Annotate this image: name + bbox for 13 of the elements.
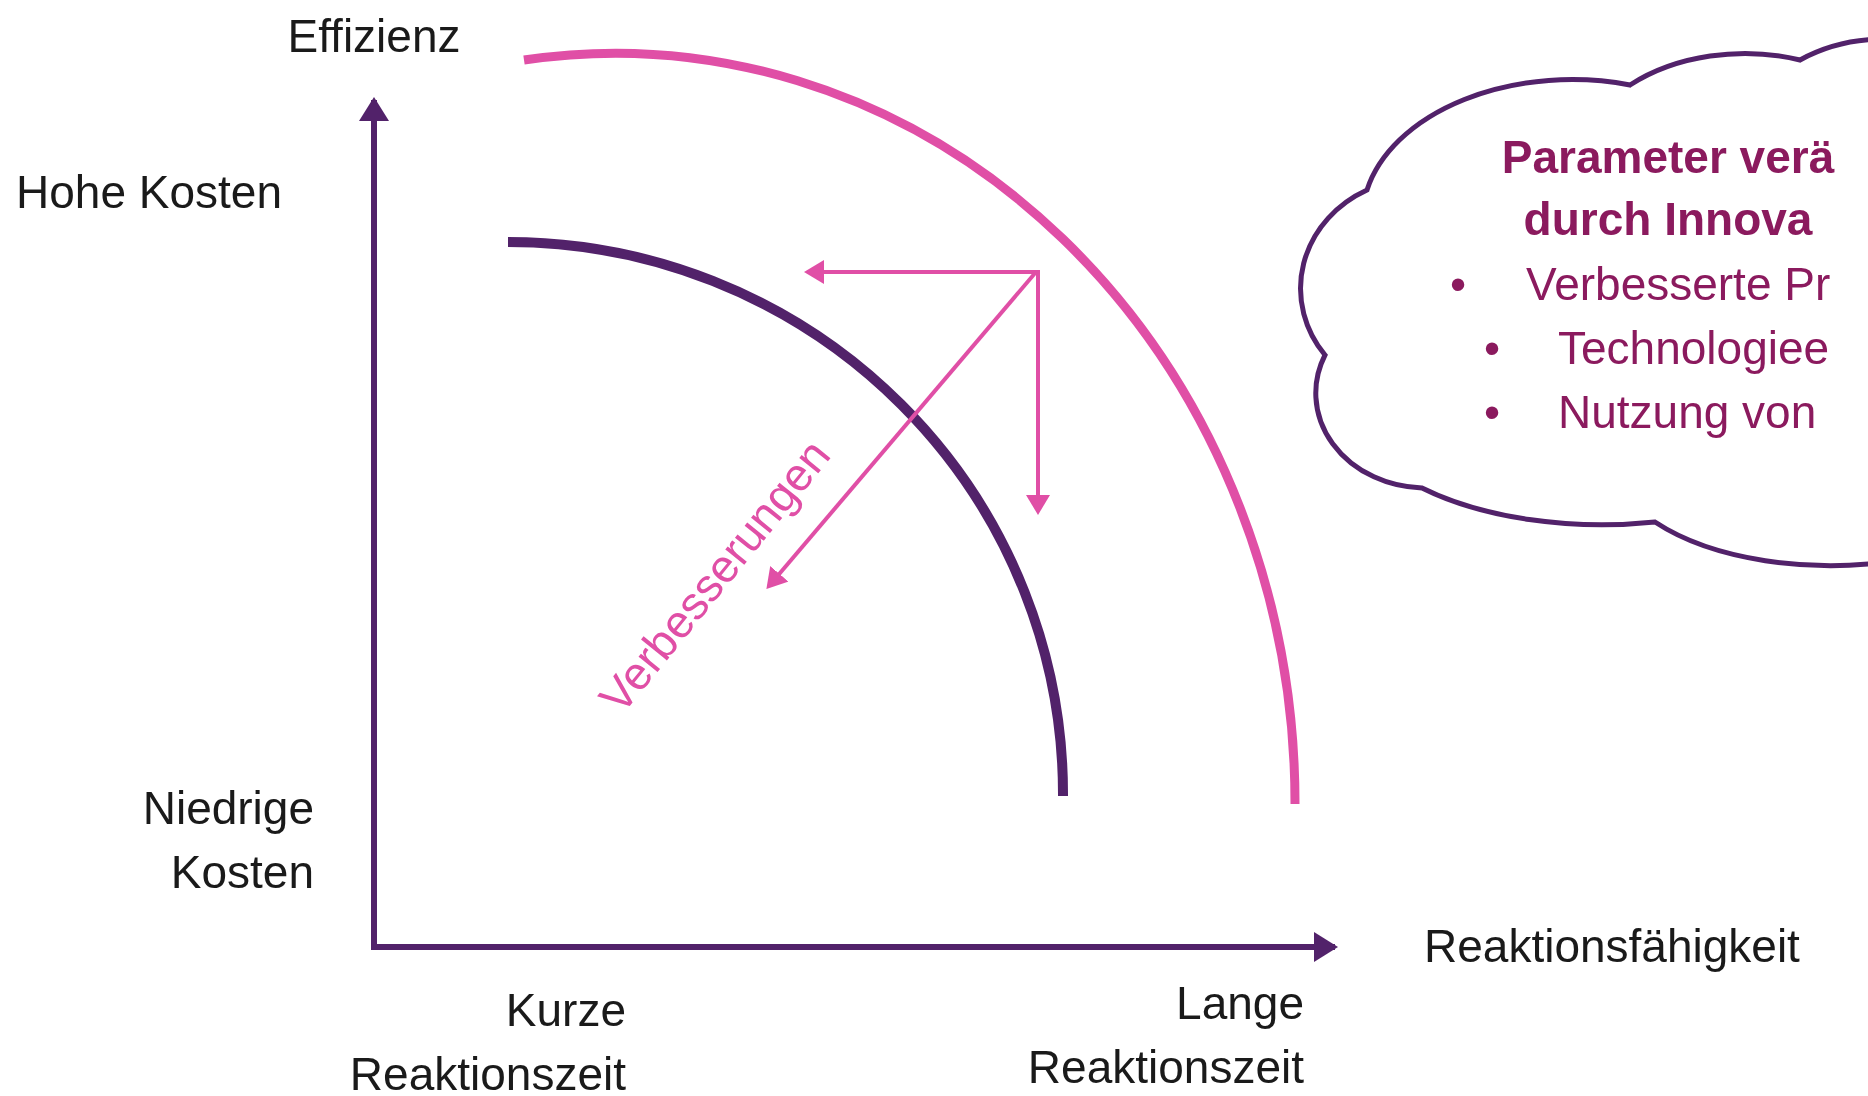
axis-label: Niedrige Kosten bbox=[141, 781, 314, 900]
bullet-mark: • bbox=[1484, 385, 1501, 440]
axis-label: Kurze Reaktionszeit bbox=[348, 983, 626, 1096]
axis-label: Reaktionsfähigkeit bbox=[1424, 919, 1801, 974]
axis-label: Hohe Kosten bbox=[16, 165, 283, 220]
cloud-heading: Parameter verä durch Innova bbox=[1500, 130, 1836, 247]
axis-label: Effizienz bbox=[286, 9, 462, 64]
bullet-text: Verbesserte Pr bbox=[1526, 257, 1831, 312]
axis-label: Lange Reaktionszeit bbox=[1026, 976, 1304, 1095]
bullet-text: Technologiee bbox=[1558, 321, 1830, 376]
bullet-mark: • bbox=[1484, 321, 1501, 376]
bullet-text: Nutzung von bbox=[1558, 385, 1817, 440]
bullet-mark: • bbox=[1450, 257, 1467, 312]
